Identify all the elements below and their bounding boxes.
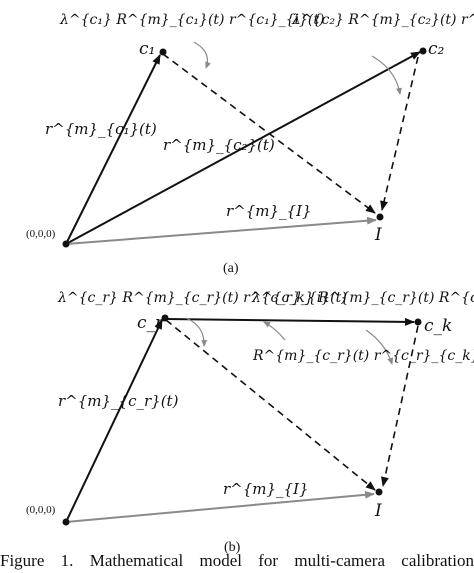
point-cr	[161, 314, 169, 322]
panel-a: (0,0,0) c₁ c₂ I λ^{c₁} R^{m}_{c₁}(t) r^{…	[26, 12, 474, 276]
point-ck	[414, 318, 422, 326]
figure-caption: Figure 1. Mathematical model for multi-c…	[0, 551, 474, 570]
origin-label: (0,0,0)	[26, 228, 56, 240]
pointer-arrow-c2	[371, 55, 402, 95]
ray-c2-to-I	[380, 56, 419, 211]
ray-cr-to-I	[165, 319, 376, 491]
vector-r-cr	[65, 319, 163, 523]
I-label-b: I	[374, 501, 382, 521]
ck-label: c_k	[424, 316, 452, 336]
point-I	[376, 213, 384, 221]
point-origin	[62, 240, 70, 248]
rc2-label: r^{m}_{c₂}(t)	[163, 136, 275, 154]
vector-r-c1	[65, 54, 161, 245]
c1-label: c₁	[139, 39, 155, 59]
pointer-arrow-ck	[365, 329, 394, 365]
pointer-arrow-c1	[193, 41, 211, 69]
obs-cr-label: λ^{c_r} R^{m}_{c_r}(t) r^{c_r}_{i}(t)	[57, 290, 347, 306]
origin-label-b: (0,0,0)	[26, 504, 56, 516]
rcr-label: r^{m}_{c_r}(t)	[58, 392, 179, 410]
obs-ck-label: λ^{c_k} R^{m}_{c_r}(t) R^{c_r}_{c_k} r^{…	[251, 290, 474, 306]
panel-b: (0,0,0) c_r c_k I λ^{c_r} R^{m}_{c_r}(t)…	[26, 290, 474, 555]
panel-b-tag: (b)	[224, 540, 241, 555]
vector-r-I-b	[65, 490, 375, 523]
c2-label: c₂	[428, 39, 445, 59]
cr-label: c_r	[137, 313, 164, 333]
obs-c1-label: λ^{c₁} R^{m}_{c₁}(t) r^{c₁}_{i}(t)	[59, 12, 324, 28]
vector-r-c2	[65, 51, 421, 245]
I-label: I	[374, 225, 382, 245]
pointer-arrow-rel	[263, 321, 286, 341]
vector-r-I	[65, 216, 377, 245]
obs-c2-label: λ^{c₂} R^{m}_{c₂}(t) r^{c₂}_{i}(t)	[291, 12, 474, 28]
point-origin-b	[62, 518, 70, 526]
point-c1	[159, 48, 167, 56]
ray-c1-to-I	[162, 53, 376, 214]
ray-ck-to-I	[381, 325, 419, 487]
point-I-b	[375, 488, 383, 496]
pointer-arrow-cr	[185, 317, 208, 347]
rc1-label: r^{m}_{c₁}(t)	[45, 120, 157, 138]
rI-label-b: r^{m}_{I}	[223, 480, 309, 498]
vector-cr-to-ck	[165, 317, 415, 326]
rI-label: r^{m}_{I}	[226, 202, 312, 220]
panel-a-tag: (a)	[223, 261, 239, 276]
rel-label: R^{m}_{c_r}(t) r^{c_r}_{c_k}	[252, 348, 474, 364]
point-c2	[419, 47, 427, 55]
